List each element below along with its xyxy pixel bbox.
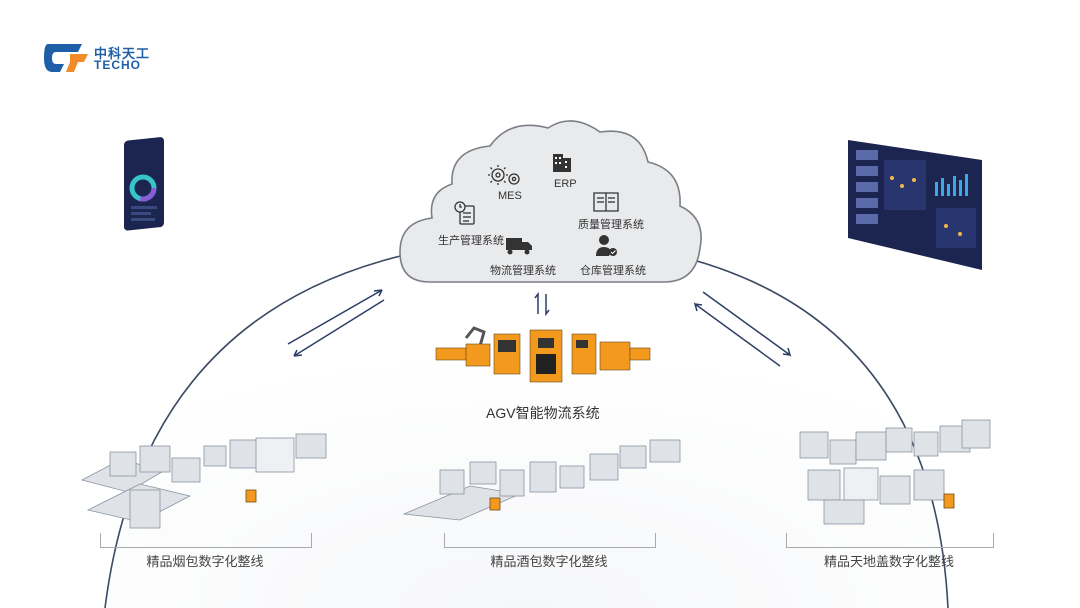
agv-robots-illustration: [435, 326, 651, 383]
quality-management-label: 质量管理系统: [578, 219, 644, 231]
production-line-3-illustration: [799, 419, 991, 525]
line-1-caption: 精品烟包数字化整线: [146, 554, 264, 569]
line-2-bracket: [444, 533, 656, 548]
production-management-label: 生产管理系统: [438, 235, 504, 247]
book-icon: [593, 192, 619, 212]
left-exchange-arrows: [287, 289, 385, 357]
erp-label: ERP: [554, 178, 577, 190]
clipboard-clock-icon: [454, 201, 475, 225]
right-exchange-arrows: [693, 291, 792, 367]
brand-logo: 中科天工 TECHO: [42, 40, 152, 76]
sync-arrows-icon: [534, 291, 550, 317]
truck-icon: [506, 238, 532, 255]
building-icon: [553, 154, 571, 172]
mes-label: MES: [498, 190, 522, 202]
person-check-icon: [596, 235, 617, 256]
line-3-caption: 精品天地盖数字化整线: [823, 554, 954, 569]
line-3-bracket: [786, 533, 994, 548]
dashboard-screen-icon: [848, 140, 982, 270]
production-line-1-illustration: [80, 433, 327, 529]
brand-name-en: TECHO: [94, 58, 141, 72]
gears-icon: [488, 165, 520, 185]
logistics-management-label: 物流管理系统: [490, 265, 556, 277]
line-1-bracket: [100, 533, 312, 548]
production-line-2-illustration: [402, 439, 681, 521]
tablet-device-icon: [124, 137, 164, 231]
line-2-caption: 精品酒包数字化整线: [490, 554, 608, 569]
warehouse-management-label: 仓库管理系统: [580, 265, 646, 277]
brand-mark-icon: [44, 44, 88, 72]
agv-system-label: AGV智能物流系统: [486, 405, 600, 421]
brand-name-cn: 中科天工: [94, 46, 151, 61]
cloud-shape: [399, 120, 702, 283]
